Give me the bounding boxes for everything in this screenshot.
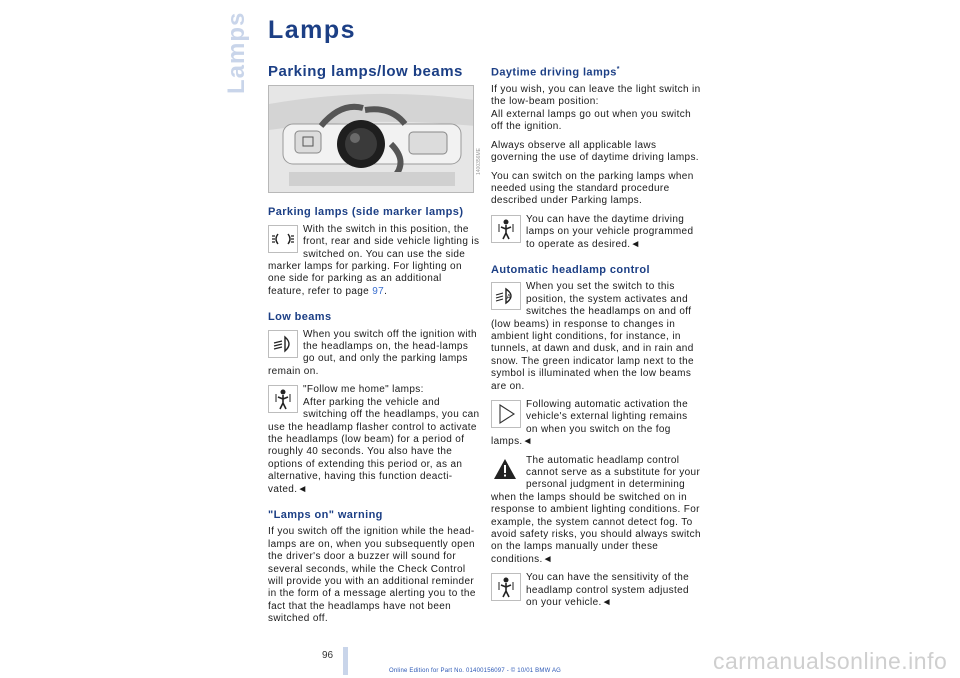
auto-headlamp-title: Automatic headlamp control [491, 263, 650, 276]
auto-p1: A When you set the switch to this positi… [491, 281, 694, 392]
daytime-p2: Always observe all applicable laws gover… [491, 139, 699, 164]
page-title: Lamps [268, 16, 357, 44]
low-beams-text: When you switch off the ignition with th… [268, 328, 477, 377]
daytime-p1: If you wish, you can leave the light swi… [491, 84, 701, 133]
left-column: Parking lamps/low beams Parking lamps (s… [268, 62, 480, 632]
follow-me-home-text: "Follow me home" lamps: After parking th… [268, 384, 480, 495]
footer-text: Online Edition for Part No. 01400156097 … [389, 668, 562, 674]
tip-triangle-icon [491, 400, 521, 428]
daytime-note: You can have the daytime driving lamps o… [491, 214, 701, 251]
side-tab: Lamps [222, 11, 252, 94]
note-icon [491, 573, 521, 602]
warning-icon [491, 455, 521, 484]
daytime-p3: You can switch on the parking lamps when… [491, 170, 694, 207]
photo-code: 1400356ME [476, 148, 482, 175]
light-switch-illustration [269, 86, 473, 193]
low-beams-title: Low beams [268, 311, 332, 324]
side-tab-label: Lamps [223, 11, 250, 94]
watermark: carmanualsonline.info [713, 648, 948, 674]
auto-headlamp-icon: A [491, 282, 521, 311]
page-97-link[interactable]: 97 [372, 285, 385, 297]
parking-lamps-text: With the switch in this position, the fr… [268, 223, 480, 297]
section-heading: Parking lamps/low beams [268, 63, 463, 80]
parking-lamp-icon [268, 224, 298, 253]
auto-warning: The automatic headlamp control cannot se… [491, 454, 701, 565]
page-number: 96 [322, 650, 334, 661]
footer-bar [343, 647, 348, 675]
lamps-on-warning-text: If you switch off the ignition while the… [268, 526, 476, 625]
note-icon [268, 385, 298, 414]
light-switch-photo [268, 85, 474, 194]
auto-note: You can have the sensitivity of the head… [491, 572, 701, 609]
right-column: Daytime driving lamps* If you wish, you … [491, 62, 701, 616]
low-beam-icon [268, 329, 298, 358]
note-icon [491, 214, 521, 243]
auto-p2: Following automatic activation the vehic… [491, 399, 688, 448]
lamps-on-warning-title: "Lamps on" warning [268, 508, 383, 521]
svg-text:A: A [507, 294, 512, 301]
parking-lamps-title: Parking lamps (side marker lamps) [268, 206, 464, 219]
daytime-lamps-title: Daytime driving lamps* [491, 66, 620, 79]
